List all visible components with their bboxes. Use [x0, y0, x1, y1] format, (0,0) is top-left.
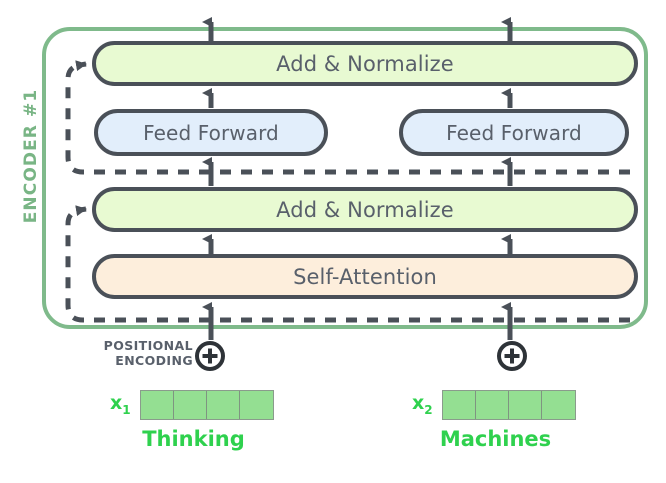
- embedding-row-2: x2: [412, 390, 579, 420]
- token-group-1: x1 Thinking: [110, 390, 277, 451]
- embedding-vector-2: [441, 390, 576, 420]
- embedding-row-1: x1: [110, 390, 277, 420]
- embedding-cell: [442, 391, 476, 419]
- feed-forward-box-left[interactable]: Feed Forward: [94, 109, 328, 156]
- positional-encoding-label: POSITIONAL ENCODING: [93, 338, 193, 368]
- encoder-block-label: ENCODER #1: [21, 88, 41, 224]
- token-group-2: x2 Machines: [412, 390, 579, 451]
- residual-connection-upper: [65, 60, 630, 175]
- embedding-vector-1: [139, 390, 274, 420]
- embedding-cell: [173, 391, 207, 419]
- embedding-cell: [206, 391, 240, 419]
- add-and-normalize-box-top[interactable]: Add & Normalize: [92, 41, 638, 86]
- encoder-container-border: [42, 27, 648, 329]
- positional-encoding-label-line1: POSITIONAL: [103, 338, 193, 353]
- add-and-normalize-box-bottom[interactable]: Add & Normalize: [92, 187, 638, 232]
- plus-circle-icon-right: [497, 341, 527, 371]
- embedding-variable-label-1: x1: [110, 394, 131, 416]
- positional-encoding-label-line2: ENCODING: [115, 353, 193, 368]
- residual-connection-lower: [65, 205, 630, 323]
- embedding-cell: [508, 391, 542, 419]
- plus-circle-icon-left: [195, 341, 225, 371]
- embedding-variable-subscript-2: 2: [424, 402, 433, 417]
- embedding-cell: [140, 391, 174, 419]
- embedding-variable-label-2: x2: [412, 394, 433, 416]
- token-word-2: Machines: [439, 427, 552, 451]
- embedding-variable-name-1: x: [110, 392, 123, 415]
- token-word-1: Thinking: [142, 427, 245, 451]
- feed-forward-box-right[interactable]: Feed Forward: [399, 109, 629, 156]
- embedding-cell: [541, 391, 575, 419]
- embedding-cell: [475, 391, 509, 419]
- embedding-cell: [239, 391, 273, 419]
- self-attention-box[interactable]: Self-Attention: [92, 254, 638, 299]
- embedding-variable-subscript-1: 1: [122, 402, 131, 417]
- embedding-variable-name-2: x: [412, 392, 425, 415]
